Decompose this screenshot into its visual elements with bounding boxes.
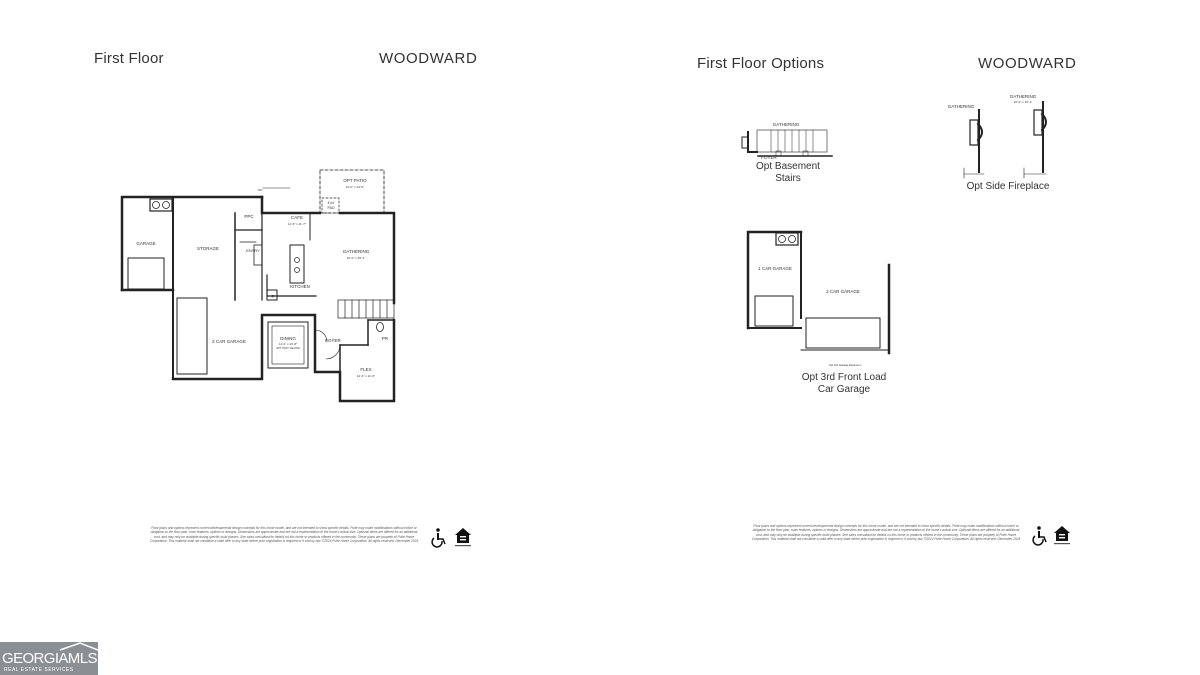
sheet-title-first-floor: First Floor xyxy=(94,50,164,67)
sheet-title-first-floor-options: First Floor Options xyxy=(697,55,825,72)
label-kitchen: KITCHEN xyxy=(290,284,310,289)
label-entry: ENTRY xyxy=(246,248,260,253)
caption-opt-basement-line-1: Opt Basement xyxy=(756,161,820,172)
watermark-sub-text: REAL ESTATE SERVICES xyxy=(4,667,74,673)
caption-opt-side-fireplace: Opt Side Fireplace xyxy=(966,181,1050,192)
opt-side-fireplace-plan xyxy=(963,101,1047,179)
label-pad-2: PAD xyxy=(328,206,335,210)
first-floor-plan xyxy=(120,169,396,403)
georgia-mls-watermark: GEORGIAMLS REAL ESTATE SERVICES xyxy=(0,642,98,675)
label-gathering: GATHERING xyxy=(343,249,370,254)
label-pr: PR xyxy=(382,336,389,341)
watermark-main-text: GEORGIAMLS xyxy=(2,650,97,667)
brand-name-left: WOODWARD xyxy=(379,50,478,67)
label-basement-foyer: FOYER xyxy=(761,155,777,160)
label-cafe: CAFE xyxy=(291,215,303,220)
caption-opt-basement-line-2: Stairs xyxy=(775,173,801,184)
label-fireplace-gathering-a: GATHERING xyxy=(948,104,975,109)
label-foyer: FOYER xyxy=(325,338,341,343)
label-1-car-garage: 1 CAR GARAGE xyxy=(758,266,792,271)
caption-opt-basement-stairs: Opt Basement Stairs xyxy=(738,161,838,185)
label-2-car-garage: 2 CAR GARAGE xyxy=(212,339,246,344)
label-flex: FLEX xyxy=(360,367,371,372)
opt-basement-stairs-plan xyxy=(741,129,833,157)
label-fireplace-gathering-b-dim: 16'-0" x 19'-1" xyxy=(1014,100,1032,104)
label-ppc: PPC xyxy=(244,214,254,219)
label-flex-dim: 12'-4" x 11'-6" xyxy=(357,374,375,378)
disclaimer-right: Floor plans and options represent curren… xyxy=(751,524,1021,541)
label-basement-gathering: GATHERING xyxy=(773,122,800,127)
label-opt-patio: OPT PATIO xyxy=(343,178,367,183)
opt-3rd-car-garage-plan xyxy=(746,230,891,355)
brand-name-right: WOODWARD xyxy=(978,55,1077,72)
caption-opt-3rd-front-load-garage: Opt 3rd Front Load Car Garage xyxy=(794,372,894,396)
label-dining: DINING xyxy=(280,336,296,341)
label-gathering-dim: 16'-0" x 19'-1" xyxy=(347,256,365,260)
label-dining-dim: 11'-0" x 10'-8" xyxy=(279,342,297,346)
label-pantry: P xyxy=(271,294,274,299)
roof-icon xyxy=(59,642,98,651)
label-cafe-dim: 11'-6" x 11'-7" xyxy=(288,222,306,226)
disclaimer-left: Floor plans and options represent curren… xyxy=(149,526,419,543)
caption-opt-garage-line-1: Opt 3rd Front Load xyxy=(801,372,887,383)
label-storage: STORAGE xyxy=(197,246,219,251)
label-dining-opt: OPT TRAY CEILING xyxy=(276,346,300,350)
label-opt-2-car-garage: 2 CAR GARAGE xyxy=(826,289,860,294)
label-garage: GARAGE xyxy=(136,241,155,246)
caption-opt-garage-line-2: Car Garage xyxy=(817,384,871,395)
label-pad: 4'x4' xyxy=(328,201,335,205)
label-garage-extension-note: Opt 3rd Garage Extension xyxy=(829,363,862,367)
label-fireplace-gathering-b: GATHERING xyxy=(1010,94,1037,99)
label-opt-patio-dim: 14'-0" x 10'-0" xyxy=(346,185,364,189)
